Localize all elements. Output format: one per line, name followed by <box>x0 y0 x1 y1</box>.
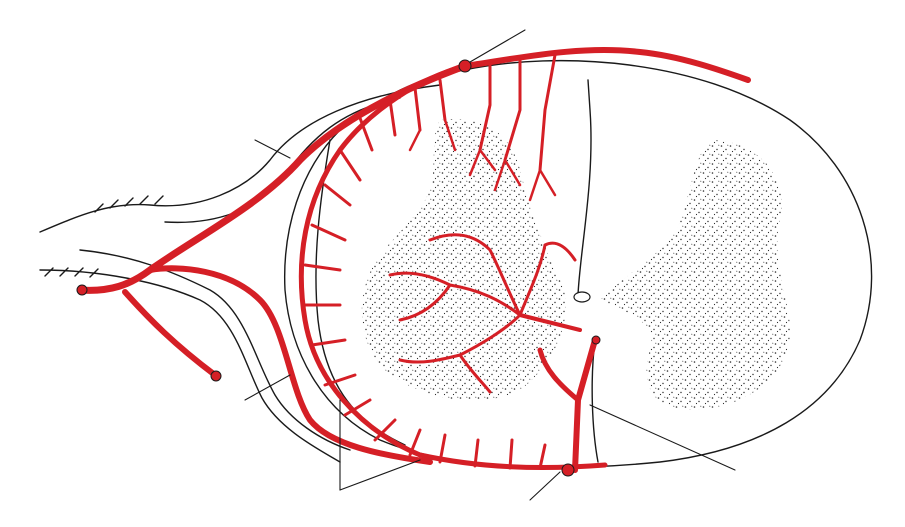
leader-line-left-upper <box>254 139 291 159</box>
radicular-artery <box>76 62 469 294</box>
anterior-artery-node <box>561 463 575 477</box>
posterior-spinal-artery <box>462 47 751 83</box>
leader-line-left-lower <box>244 374 291 401</box>
ventral-root-sheath-lower <box>39 269 341 463</box>
grey-matter-right <box>600 140 790 410</box>
leader-line-bottom-center <box>529 471 561 501</box>
dorsal-root-sheath-lower <box>164 97 401 224</box>
cord-outer-outline <box>283 59 873 469</box>
ventral-root-sheath-upper <box>79 249 351 451</box>
dorsal-root-sheath-upper <box>39 84 441 233</box>
posterior-septum-outline <box>591 339 599 463</box>
median-fissure-outline <box>577 79 592 296</box>
central-canal <box>573 291 591 303</box>
leader-line-bottom-left-b <box>339 459 421 491</box>
vasocorona-ring <box>298 63 608 470</box>
leader-line-top <box>469 29 526 63</box>
sulcal-artery <box>518 313 582 332</box>
grey-matter-left <box>361 119 566 401</box>
leader-line-right <box>589 404 736 471</box>
posterior-artery-node <box>458 59 472 73</box>
